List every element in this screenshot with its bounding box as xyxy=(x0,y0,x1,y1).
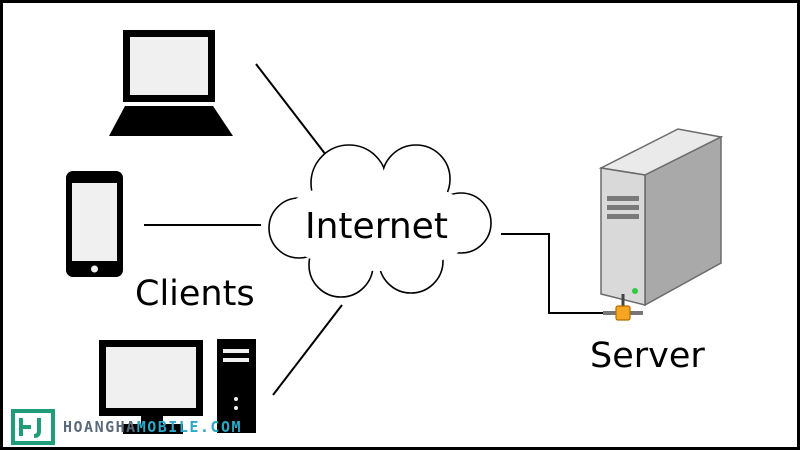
desktop-connection-line xyxy=(272,304,343,396)
desktop-computer-icon xyxy=(99,339,256,434)
server-connection-line xyxy=(501,233,615,314)
watermark-text-part1: HOANGHA xyxy=(63,418,137,436)
smartphone-icon xyxy=(66,171,123,277)
laptop-icon xyxy=(109,30,233,136)
client-server-diagram xyxy=(66,30,724,434)
network-connector-icon xyxy=(603,294,643,321)
server-label: Server xyxy=(590,336,705,376)
server-icon xyxy=(598,128,724,307)
watermark: HOANGHAMOBILE.COM xyxy=(9,407,242,447)
diagram-frame: Internet Clients Server HOANGHAMOBILE.CO… xyxy=(3,3,797,447)
internet-cloud xyxy=(268,144,492,298)
internet-label: Internet xyxy=(305,206,448,247)
watermark-text: HOANGHAMOBILE.COM xyxy=(63,418,242,436)
clients-label: Clients xyxy=(135,274,255,314)
watermark-text-part2: MOBILE.COM xyxy=(136,418,243,436)
laptop-connection-line xyxy=(255,63,327,156)
hoangha-logo-icon xyxy=(11,409,55,445)
